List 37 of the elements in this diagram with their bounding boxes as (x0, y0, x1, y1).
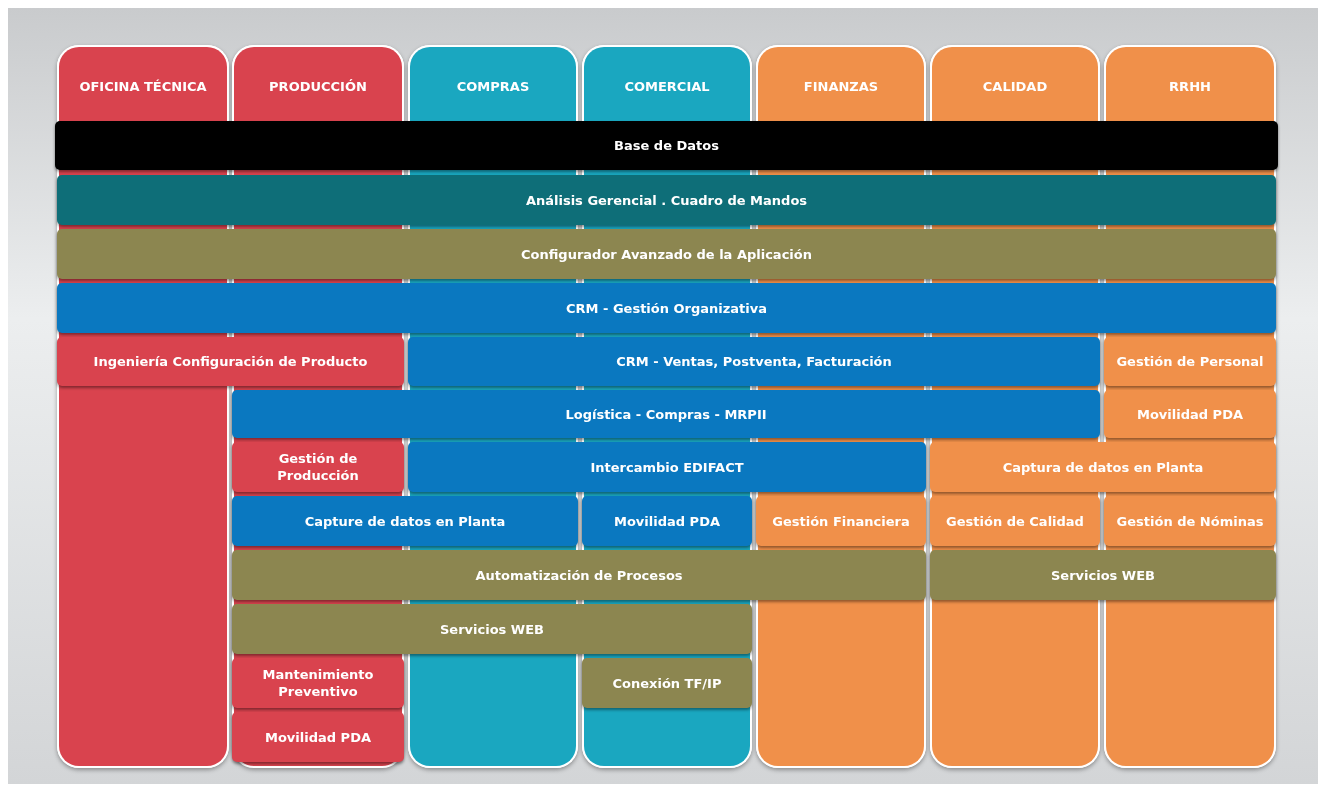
department-column (1104, 45, 1276, 121)
module-bar: Gestión de Nóminas (1104, 496, 1276, 546)
module-bar: Movilidad PDA (232, 712, 404, 762)
module-bar: Automatización de Procesos (232, 550, 926, 600)
department-column (582, 45, 752, 121)
column-heading: OFICINA TÉCNICA (78, 79, 208, 94)
module-bar: Gestión de Producción (232, 442, 404, 492)
module-bar: Mantenimiento Preventivo (232, 658, 404, 708)
module-bar: Base de Datos (55, 121, 1278, 170)
column-heading: FINANZAS (802, 79, 880, 94)
module-bar: Captura de datos en Planta (930, 442, 1276, 492)
column-heading: CALIDAD (981, 79, 1049, 94)
column-heading: PRODUCCIÓN (268, 79, 368, 94)
column-heading: RRHH (1168, 79, 1212, 94)
department-column (930, 45, 1100, 121)
column-heading: COMERCIAL (623, 79, 711, 94)
department-column (57, 45, 229, 121)
department-column (756, 45, 926, 121)
module-bar: CRM - Gestión Organizativa (57, 283, 1276, 333)
module-bar: Configurador Avanzado de la Aplicación (57, 229, 1276, 279)
module-bar: Movilidad PDA (582, 496, 752, 546)
module-bar: Gestión de Calidad (930, 496, 1100, 546)
module-bar: Análisis Gerencial . Cuadro de Mandos (57, 175, 1276, 225)
module-bar: Servicios WEB (232, 604, 752, 654)
module-bar: Gestión Financiera (756, 496, 926, 546)
module-bar: Capture de datos en Planta (232, 496, 578, 546)
module-bar: Conexión TF/IP (582, 658, 752, 708)
module-bar: Movilidad PDA (1104, 390, 1276, 438)
module-bar: Gestión de Personal (1104, 337, 1276, 386)
module-bar: Intercambio EDIFACT (408, 442, 926, 492)
module-bar: Ingeniería Configuración de Producto (57, 337, 404, 386)
department-column (408, 45, 578, 121)
module-bar: CRM - Ventas, Postventa, Facturación (408, 337, 1100, 386)
module-bar: Logística - Compras - MRPII (232, 390, 1100, 438)
module-bar: Servicios WEB (930, 550, 1276, 600)
column-heading: COMPRAS (455, 79, 531, 94)
department-column (232, 45, 404, 121)
